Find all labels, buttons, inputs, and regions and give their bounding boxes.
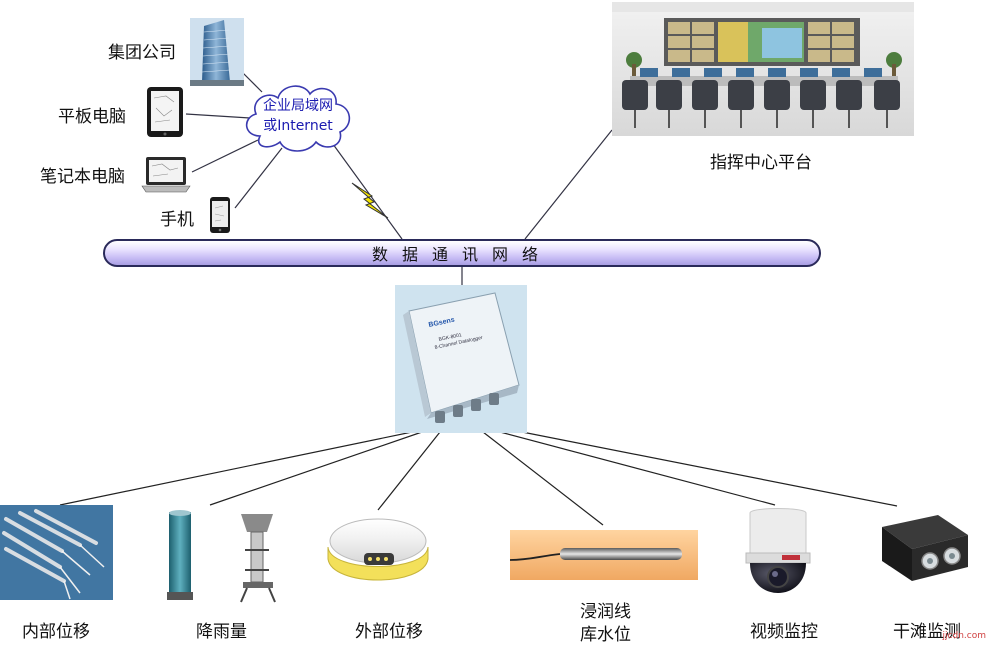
video-monitoring-label: 视频监控 [750,622,818,642]
office-building-icon [190,18,244,86]
watermark: jjcdn.com [942,631,986,641]
beach-monitoring-label: 干滩监测 [893,622,961,642]
command-center-image [612,2,914,136]
smartphone-icon [210,197,230,233]
laptop-icon [141,157,191,193]
data-communication-network-bus: 数据通讯网络 [103,239,821,267]
phone-label: 手机 [160,210,194,230]
cloud-label-line2: 或Internet [263,118,333,134]
tablet-label: 平板电脑 [58,107,126,127]
datalogger-device-image: BGsens BGK-8001 8-Channel Datalogger [395,285,527,433]
beach-monitoring-sensor-image [882,515,968,581]
command-center-label: 指挥中心平台 [710,153,812,173]
network-cloud-icon [245,85,351,152]
laptop-label: 笔记本电脑 [40,167,125,187]
piezometer-image [510,530,698,580]
external-displacement-label: 外部位移 [355,622,423,642]
internal-displacement-sensor-image [0,505,113,600]
seepage-line-label: 浸润线 [580,602,631,622]
rainfall-label: 降雨量 [196,622,247,642]
dome-camera-image [745,508,811,593]
wireless-lightning-icon [351,182,389,219]
tablet-icon [147,87,183,137]
bus-label: 数据通讯网络 [371,245,552,264]
rain-gauge-image [167,510,276,603]
cloud-label: 企业局域网 或Internet [246,96,350,136]
internal-displacement-label: 内部位移 [22,622,90,642]
gnss-receiver-image [327,518,429,581]
cloud-label-line1: 企业局域网 [263,98,333,114]
datalogger-model: BGK-8001 [438,332,462,343]
reservoir-level-label: 库水位 [580,625,631,645]
group-company-label: 集团公司 [108,43,176,63]
